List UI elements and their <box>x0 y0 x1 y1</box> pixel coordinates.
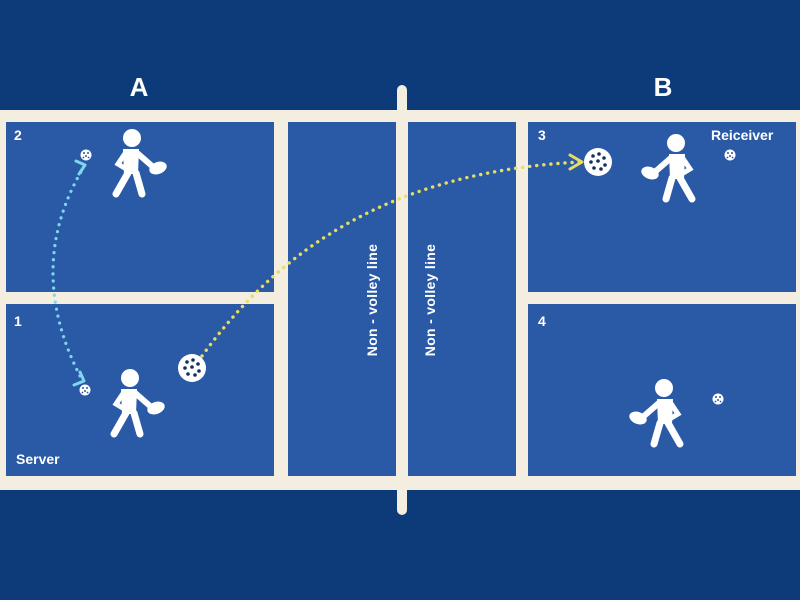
pickleball-icon <box>584 148 612 176</box>
court-number-1: 1 <box>14 313 22 329</box>
non-volley-line-left-label: Non - volley line <box>364 244 380 356</box>
team-b-label: B <box>654 72 673 102</box>
non-volley-line-right-label: Non - volley line <box>422 244 438 356</box>
court-a-top <box>6 122 274 292</box>
rotation-arrow-down-icon <box>72 370 86 387</box>
kitchen-left <box>288 122 396 476</box>
pickleball-icon <box>178 354 206 382</box>
position-marker-icon <box>724 149 736 161</box>
net <box>397 85 407 515</box>
position-marker-icon <box>712 393 724 405</box>
receiver-label: Reiceiver <box>711 127 774 143</box>
rotation-arrow-up-icon <box>74 159 87 176</box>
kitchen-right <box>408 122 516 476</box>
serve-arrow-icon <box>568 153 584 171</box>
team-a-label: A <box>130 72 149 102</box>
court-number-3: 3 <box>538 127 546 143</box>
court-b-top <box>528 122 796 292</box>
court-a-bottom <box>6 304 274 476</box>
server-label: Server <box>16 451 60 467</box>
position-marker-icon <box>79 384 91 396</box>
court-number-4: 4 <box>538 313 546 329</box>
position-marker-icon <box>80 149 92 161</box>
court-number-2: 2 <box>14 127 22 143</box>
rotation-path <box>51 168 84 378</box>
